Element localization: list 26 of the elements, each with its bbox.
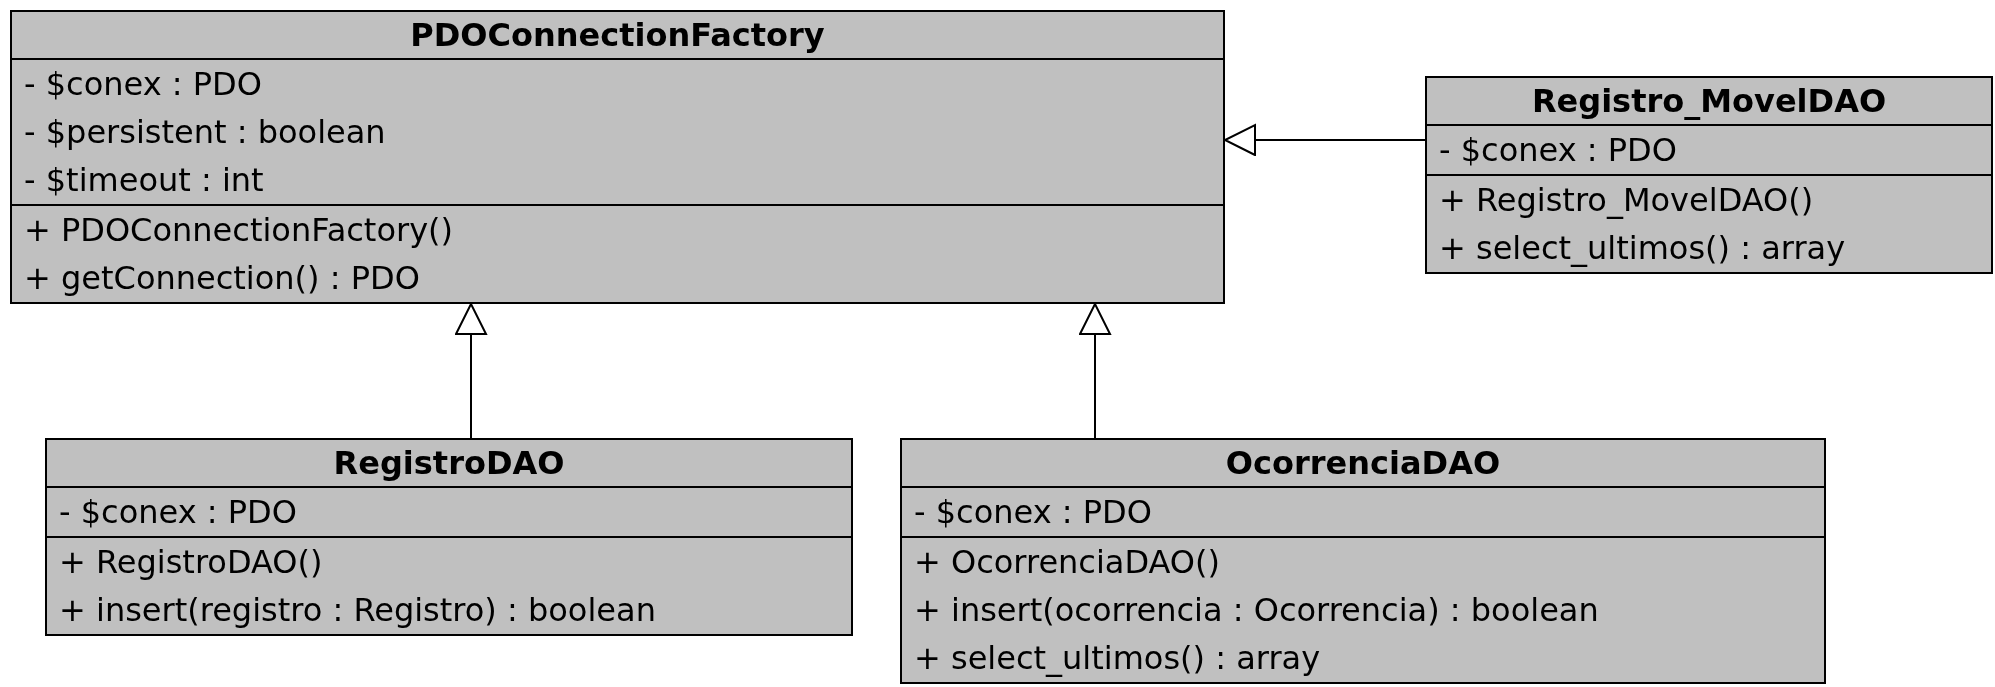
attribute-text: - $persistent : boolean — [24, 112, 386, 153]
class-name: OcorrenciaDAO — [1224, 443, 1502, 484]
method-text: + OcorrenciaDAO() — [914, 542, 1220, 583]
method-text: + insert(ocorrencia : Ocorrencia) : boolean — [914, 590, 1599, 631]
method-text: + PDOConnectionFactory() — [24, 210, 454, 251]
attribute-text: - $conex : PDO — [24, 64, 262, 105]
method-text: + getConnection() : PDO — [24, 258, 420, 299]
method-text: + select_ultimos() : array — [1439, 228, 1846, 269]
generalization-arrow — [1224, 124, 1426, 156]
attribute-text: - $conex : PDO — [1439, 130, 1677, 171]
class-box — [900, 438, 1826, 684]
class-box — [10, 10, 1225, 304]
generalization-arrow — [1079, 303, 1111, 439]
class-name: Registro_MovelDAO — [1530, 81, 1888, 122]
attribute-text: - $conex : PDO — [914, 492, 1152, 533]
class-name: PDOConnectionFactory — [409, 15, 826, 56]
attribute-text: - $timeout : int — [24, 160, 264, 201]
class-box — [45, 438, 853, 636]
class-name: RegistroDAO — [332, 443, 566, 484]
method-text: + Registro_MovelDAO() — [1439, 180, 1814, 221]
attribute-text: - $conex : PDO — [59, 492, 297, 533]
generalization-arrow — [455, 303, 487, 439]
method-text: + select_ultimos() : array — [914, 638, 1321, 679]
method-text: + insert(registro : Registro) : boolean — [59, 590, 656, 631]
class-box — [1425, 76, 1993, 274]
method-text: + RegistroDAO() — [59, 542, 323, 583]
